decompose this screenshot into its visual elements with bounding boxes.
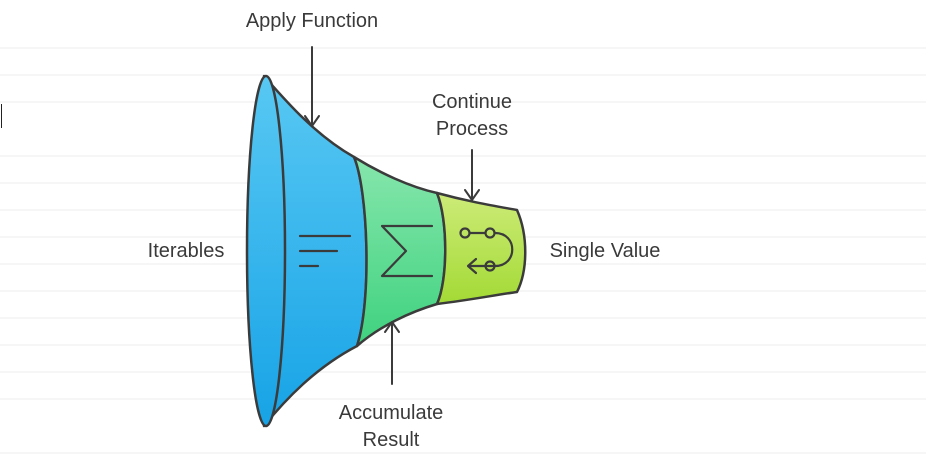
funnel-segment-continue (435, 191, 527, 306)
process-text: Process (435, 118, 509, 140)
funnel-segment-accumulate (352, 155, 447, 348)
funnel-rim (245, 74, 287, 428)
result-text: Result (362, 429, 420, 451)
label-continue-process: Continue Process (418, 89, 526, 143)
lines-icon (298, 234, 352, 268)
accumulate-text: Accumulate (338, 402, 444, 424)
text-cursor (1, 104, 2, 128)
continue-text: Continue (431, 91, 513, 113)
single-value-text: Single Value (549, 240, 661, 262)
label-iterables: Iterables (140, 238, 232, 265)
apply-function-text: Apply Function (245, 10, 379, 32)
label-apply-function: Apply Function (236, 8, 388, 35)
arrow-accumulate-result (384, 321, 400, 385)
arrow-apply-function (304, 46, 320, 127)
sigma-icon (380, 224, 434, 278)
loop-icon (459, 227, 514, 275)
label-single-value: Single Value (540, 238, 670, 265)
iterables-text: Iterables (147, 240, 225, 262)
arrow-continue-process (464, 149, 480, 201)
label-accumulate-result: Accumulate Result (325, 400, 457, 454)
